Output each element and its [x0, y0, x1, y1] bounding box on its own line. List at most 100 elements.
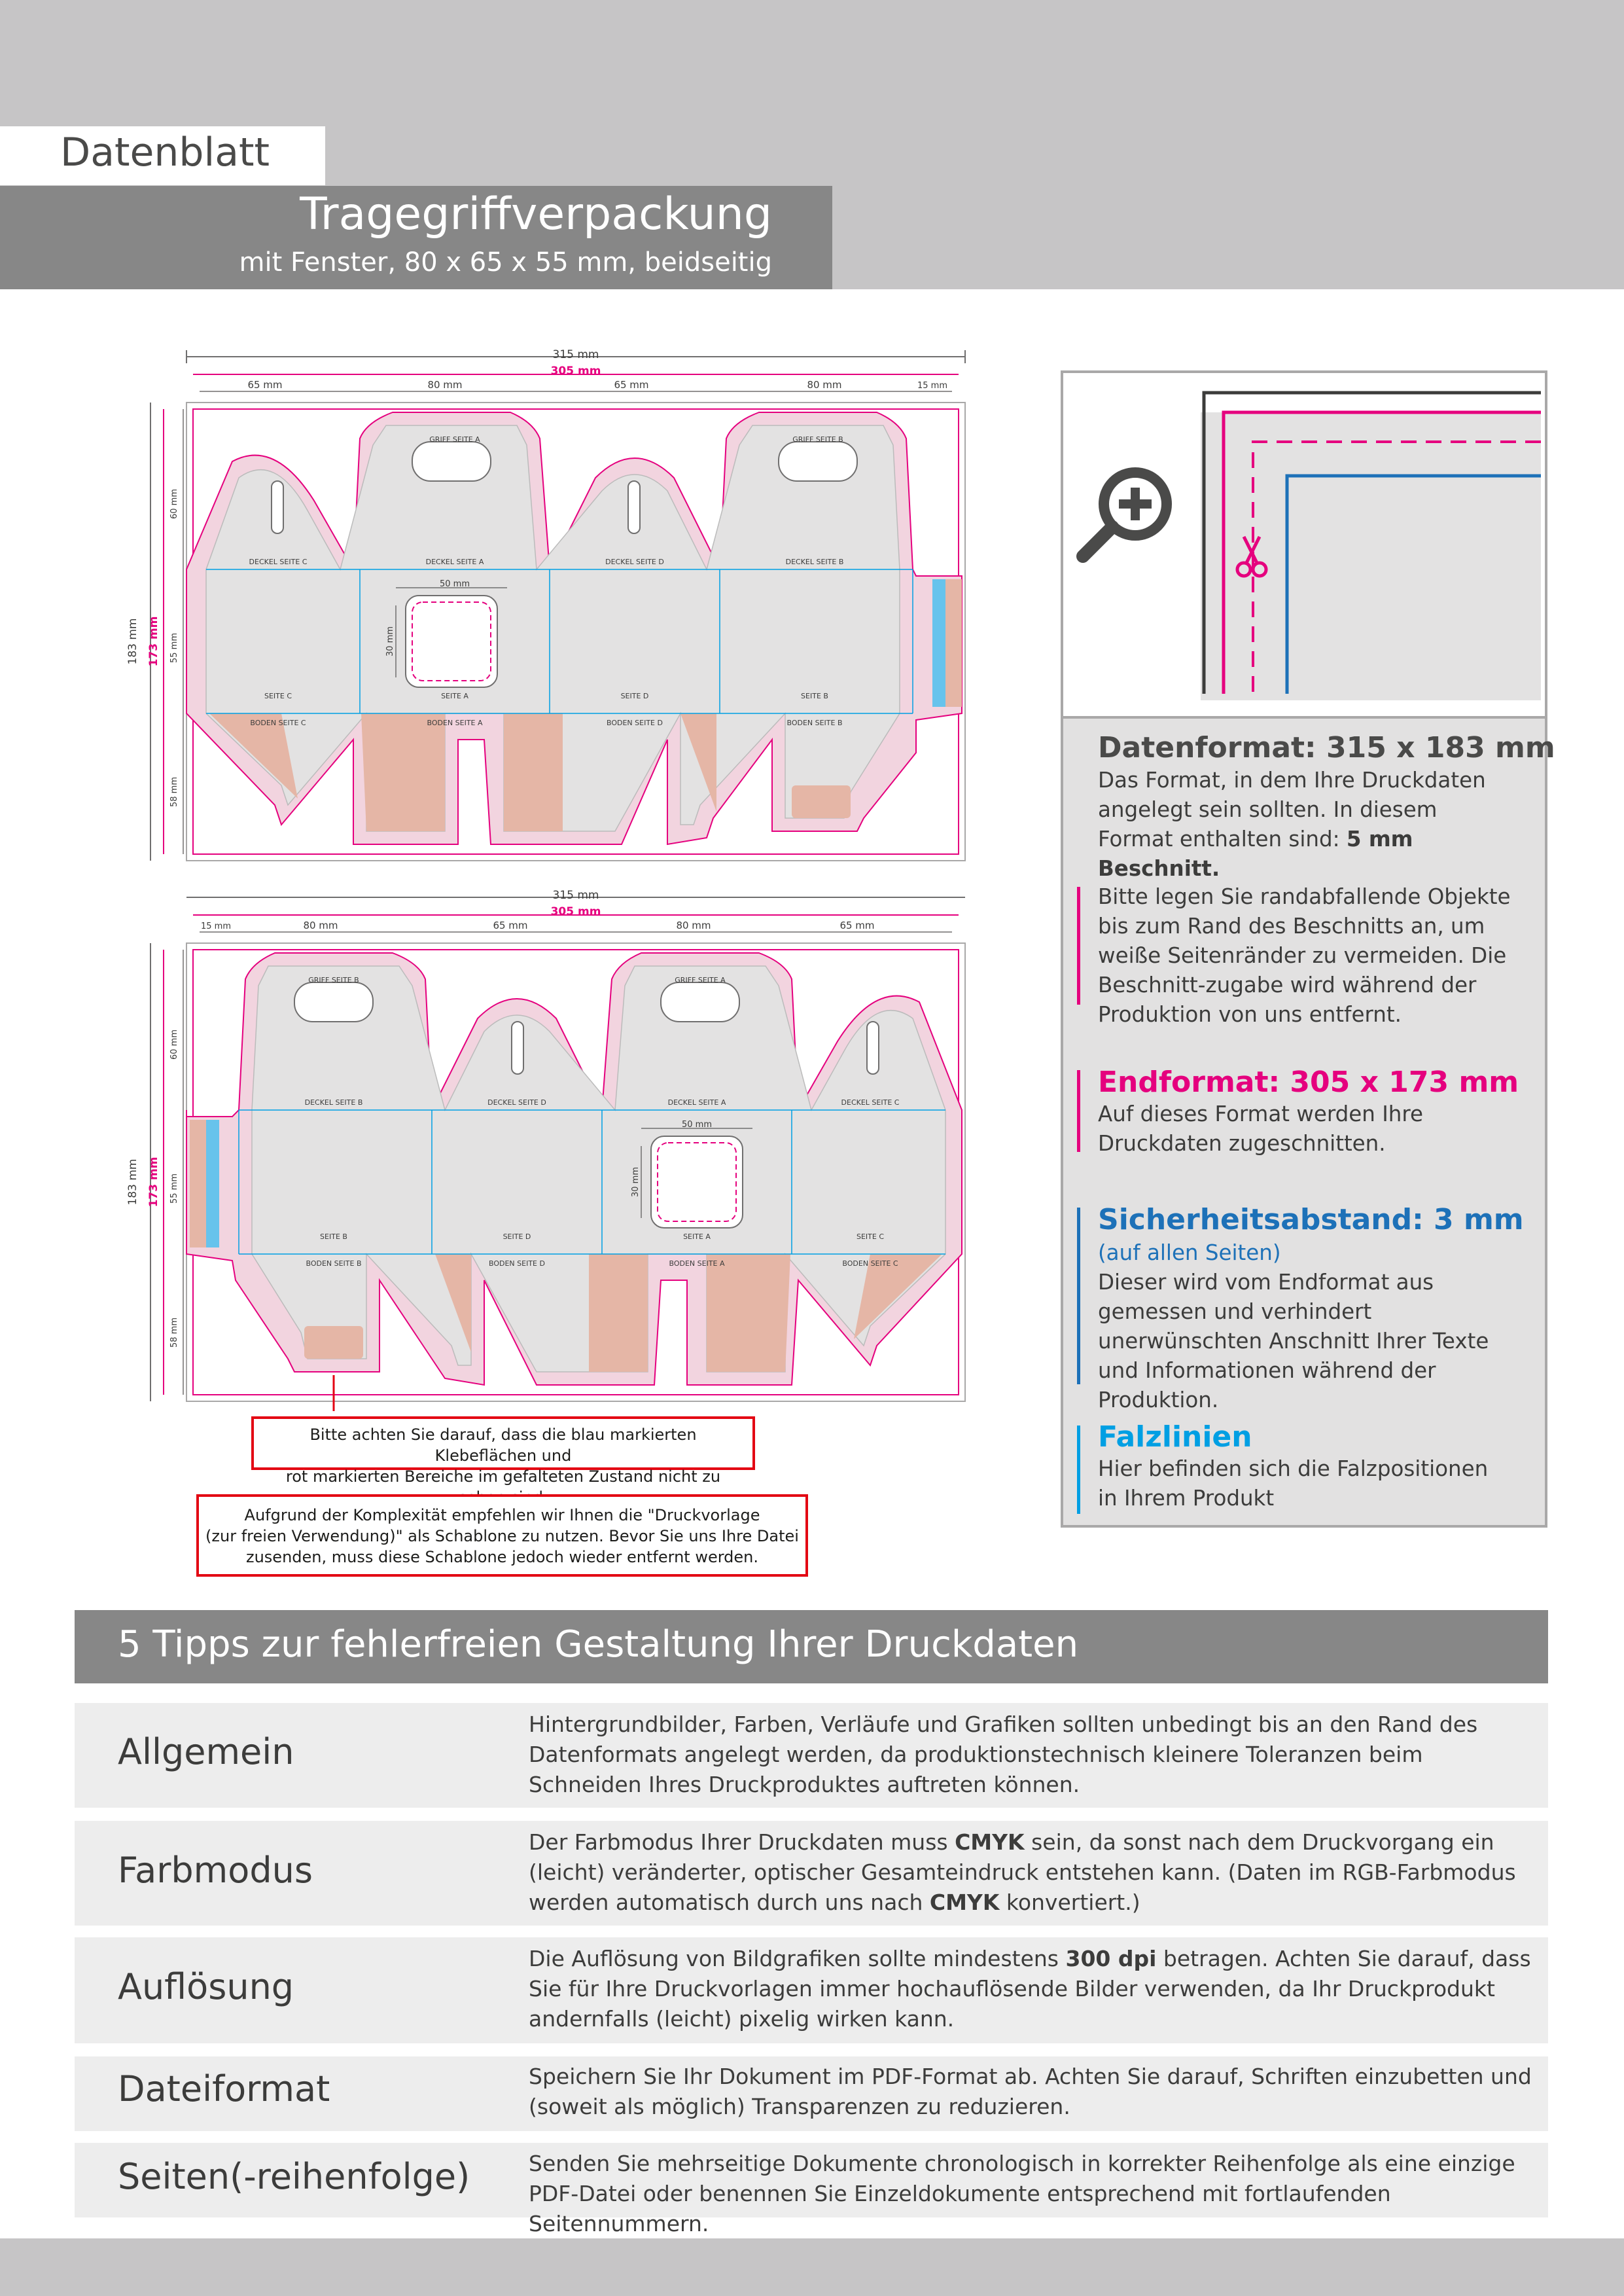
seite-label-2: SEITE D: [503, 1232, 531, 1241]
deckel-label-1: DECKEL SEITE B: [305, 1098, 363, 1107]
scissors-icon: [1235, 535, 1268, 578]
tip-text-seiten: Senden Sie mehrseitige Dokumente chronol…: [529, 2151, 1515, 2236]
fold-marker: [1077, 1426, 1080, 1514]
bleed-marker: [1077, 887, 1080, 1005]
template-note-callout: Aufgrund der Komplexität empfehlen wir I…: [196, 1494, 808, 1577]
seg-label-4: 80 mm: [807, 379, 841, 391]
vseg-label-2: 55 mm: [169, 633, 179, 663]
endformat-title: Endformat: 305 x 173 mm: [1098, 1066, 1519, 1099]
vseg-label-3: 58 mm: [169, 1318, 179, 1348]
deckel-label-2: DECKEL SEITE A: [426, 558, 484, 566]
callout-line: (zur freien Verwendung)" als Schablone z…: [205, 1527, 799, 1545]
footer-band: [0, 2238, 1624, 2296]
datenformat-title: Datenformat: 315 x 183 mm: [1098, 731, 1555, 764]
window-width-label: 50 mm: [440, 579, 470, 589]
dim-end-label: 305 mm: [551, 905, 601, 918]
glue-area-4: [707, 1254, 790, 1372]
handle-cutout-b: [778, 441, 858, 482]
window-cutout: [650, 1136, 743, 1229]
vseg-label-1: 60 mm: [169, 489, 179, 519]
griff-label-a: GRIFF SEITE A: [429, 435, 480, 444]
tip-text-part: konvertiert.): [999, 1890, 1140, 1915]
handle-cutout-a: [412, 441, 491, 482]
falz-text: Hier befinden sich die Falzpositionen in…: [1098, 1456, 1489, 1511]
dim-total-label: 315 mm: [553, 348, 599, 361]
glue-area-1: [209, 713, 298, 798]
tip-label-seiten: Seiten(-reihenfolge): [118, 2156, 470, 2197]
tip-row-farbmodus: [75, 1821, 1548, 1926]
griff-label-b: GRIFF SEITE B: [308, 976, 359, 984]
datenformat-text: Das Format, in dem Ihre Druckdaten angel…: [1098, 766, 1517, 884]
seg-label-1: 15 mm: [201, 922, 231, 931]
vseg-label-3: 58 mm: [169, 777, 179, 807]
glue-area-2: [435, 1254, 471, 1352]
dieline-body: [186, 952, 962, 1386]
boden-label-4: BODEN SEITE C: [842, 1259, 898, 1268]
handle-cutout-a: [660, 982, 740, 1022]
sicherheit-text: Dieser wird vom Endformat aus gemessen u…: [1098, 1270, 1489, 1412]
glue-flap-red: [945, 579, 962, 707]
tip-row-aufloesung: [75, 1937, 1548, 2043]
glue-area-5: [854, 1254, 942, 1339]
tip-label-farbmodus: Farbmodus: [118, 1850, 313, 1891]
dieline-diagram-back: 315 mm 305 mm 15 mm 80 mm 65 mm 80 mm 65…: [126, 889, 966, 1411]
boden-label-3: BODEN SEITE D: [607, 719, 663, 727]
datenformat-bleed: 5 mm Beschnitt.: [1098, 827, 1413, 881]
tips-title: 5 Tipps zur fehlerfreien Gestaltung Ihre…: [118, 1623, 1079, 1666]
glue-flap-red: [190, 1120, 206, 1247]
page-title: Tragegriffverpackung: [300, 188, 772, 240]
tips-header: [75, 1610, 1548, 1683]
title-box: [0, 186, 832, 289]
tip-text-bold: CMYK: [929, 1890, 1000, 1915]
zoom-plus-icon: [1076, 467, 1172, 563]
deckel-label-3: DECKEL SEITE D: [605, 558, 664, 566]
sicherheit-sub: (auf allen Seiten): [1098, 1240, 1281, 1265]
seite-label-4: SEITE B: [801, 692, 828, 700]
datasheet-label: Datenblatt: [60, 130, 270, 175]
callout-line: Bitte achten Sie darauf, dass die blau m…: [309, 1426, 697, 1465]
deckel-label-1: DECKEL SEITE C: [249, 558, 308, 566]
griff-label-b: GRIFF SEITE B: [792, 435, 843, 444]
tip-label-dateiformat: Dateiformat: [118, 2068, 330, 2109]
endformat-marker: [1077, 1070, 1080, 1152]
boden-label-3: BODEN SEITE A: [669, 1259, 724, 1268]
tip-text-dateiformat: Speichern Sie Ihr Dokument im PDF-Format…: [529, 2064, 1532, 2119]
boden-label-1: BODEN SEITE B: [306, 1259, 361, 1268]
deckel-label-4: DECKEL SEITE C: [841, 1098, 900, 1107]
deckel-label-4: DECKEL SEITE B: [786, 558, 844, 566]
glue-note-callout: Bitte achten Sie darauf, dass die blau m…: [251, 1416, 755, 1507]
window-height-label: 30 mm: [631, 1167, 641, 1197]
falz-title: Falzlinien: [1098, 1420, 1252, 1454]
safety-marker: [1077, 1208, 1080, 1384]
window-width-label: 50 mm: [682, 1120, 712, 1130]
handle-cutout-b: [294, 982, 374, 1022]
glue-area-3: [589, 1254, 648, 1372]
window-height-label: 30 mm: [385, 626, 395, 656]
glue-area-3: [504, 713, 563, 831]
glue-area-2: [361, 713, 445, 831]
callout-line: zusenden, muss diese Schablone jedoch wi…: [245, 1548, 758, 1566]
seg-label-1: 65 mm: [247, 379, 282, 391]
seg-label-5: 15 mm: [917, 381, 947, 391]
glue-area-4: [680, 713, 716, 812]
glue-area-1: [304, 1326, 363, 1359]
deckel-label-2: DECKEL SEITE D: [487, 1098, 546, 1107]
height-total-label: 183 mm: [126, 1159, 139, 1206]
dieline-body: [186, 412, 962, 846]
glue-flap-blue: [932, 579, 945, 707]
glue-area-5: [792, 785, 851, 818]
seite-label-3: SEITE D: [621, 692, 649, 700]
vseg-label-1: 60 mm: [169, 1030, 179, 1060]
zoom-detail-graphic: [1076, 391, 1541, 700]
seite-label-1: SEITE B: [320, 1232, 347, 1241]
window-cutout: [405, 595, 498, 688]
griff-label-a: GRIFF SEITE A: [675, 976, 726, 984]
tip-label-aufloesung: Auflösung: [118, 1966, 294, 2007]
tip-text-part: sein, da sonst nach dem Druckvorgang ein…: [529, 1829, 1516, 1915]
tip-text-bold: CMYK: [955, 1829, 1025, 1855]
seg-label-5: 65 mm: [839, 920, 874, 931]
tip-text-allgemein: Hintergrundbilder, Farben, Verläufe und …: [529, 1712, 1478, 1797]
boden-label-1: BODEN SEITE C: [250, 719, 306, 727]
page-subtitle: mit Fenster, 80 x 65 x 55 mm, beidseitig: [239, 247, 773, 278]
datenformat-desc: Das Format, in dem Ihre Druckdaten angel…: [1098, 768, 1486, 852]
